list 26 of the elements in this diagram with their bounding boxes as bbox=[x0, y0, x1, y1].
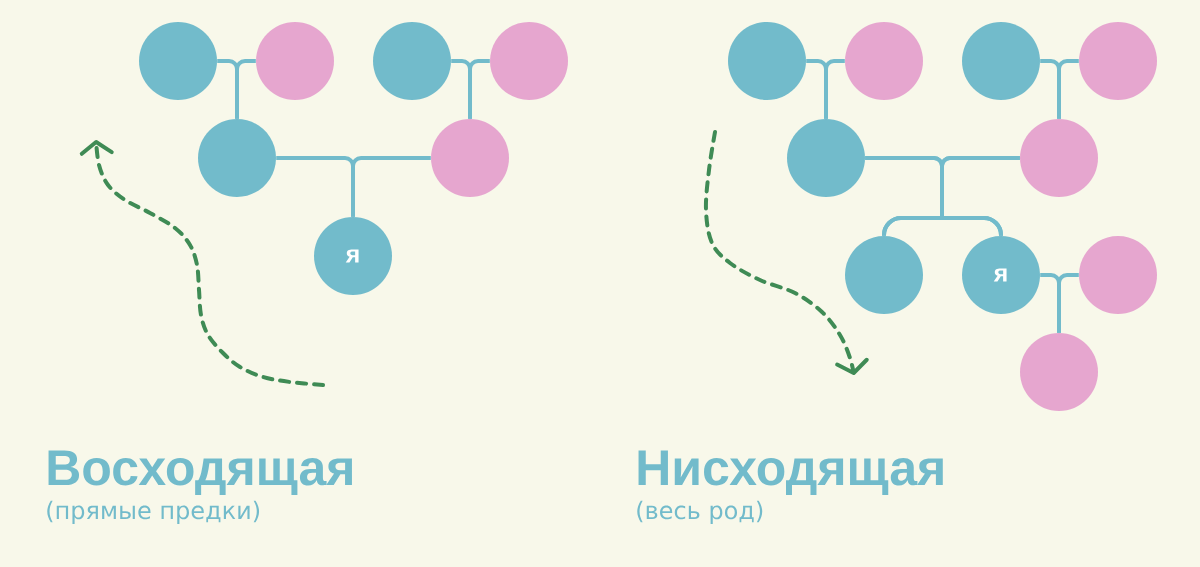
person-circle bbox=[139, 22, 217, 100]
person-circle bbox=[1079, 22, 1157, 100]
connector-line bbox=[1057, 59, 1079, 119]
person-circle bbox=[198, 119, 276, 197]
subtitle: (прямые предки) bbox=[47, 500, 260, 524]
connector-line bbox=[235, 59, 256, 119]
person-circle bbox=[1020, 119, 1098, 197]
person-circle bbox=[373, 22, 451, 100]
person-circle bbox=[490, 22, 568, 100]
person-circle bbox=[787, 119, 865, 197]
connector-line bbox=[351, 156, 431, 217]
person-circle bbox=[845, 236, 923, 314]
person-circle bbox=[962, 22, 1040, 100]
person-circle bbox=[1079, 236, 1157, 314]
person-circle bbox=[1020, 333, 1098, 411]
person-circle bbox=[431, 119, 509, 197]
subtitle: (весь род) bbox=[637, 500, 763, 524]
connector-line bbox=[1057, 273, 1079, 333]
person-circle bbox=[728, 22, 806, 100]
connector-line bbox=[940, 156, 1020, 237]
heading: Восходящая bbox=[48, 450, 352, 495]
heading: Нисходящая bbox=[638, 450, 943, 495]
connector-line bbox=[468, 59, 490, 119]
person-circle bbox=[845, 22, 923, 100]
connector-line bbox=[824, 59, 845, 119]
person-circle bbox=[256, 22, 334, 100]
